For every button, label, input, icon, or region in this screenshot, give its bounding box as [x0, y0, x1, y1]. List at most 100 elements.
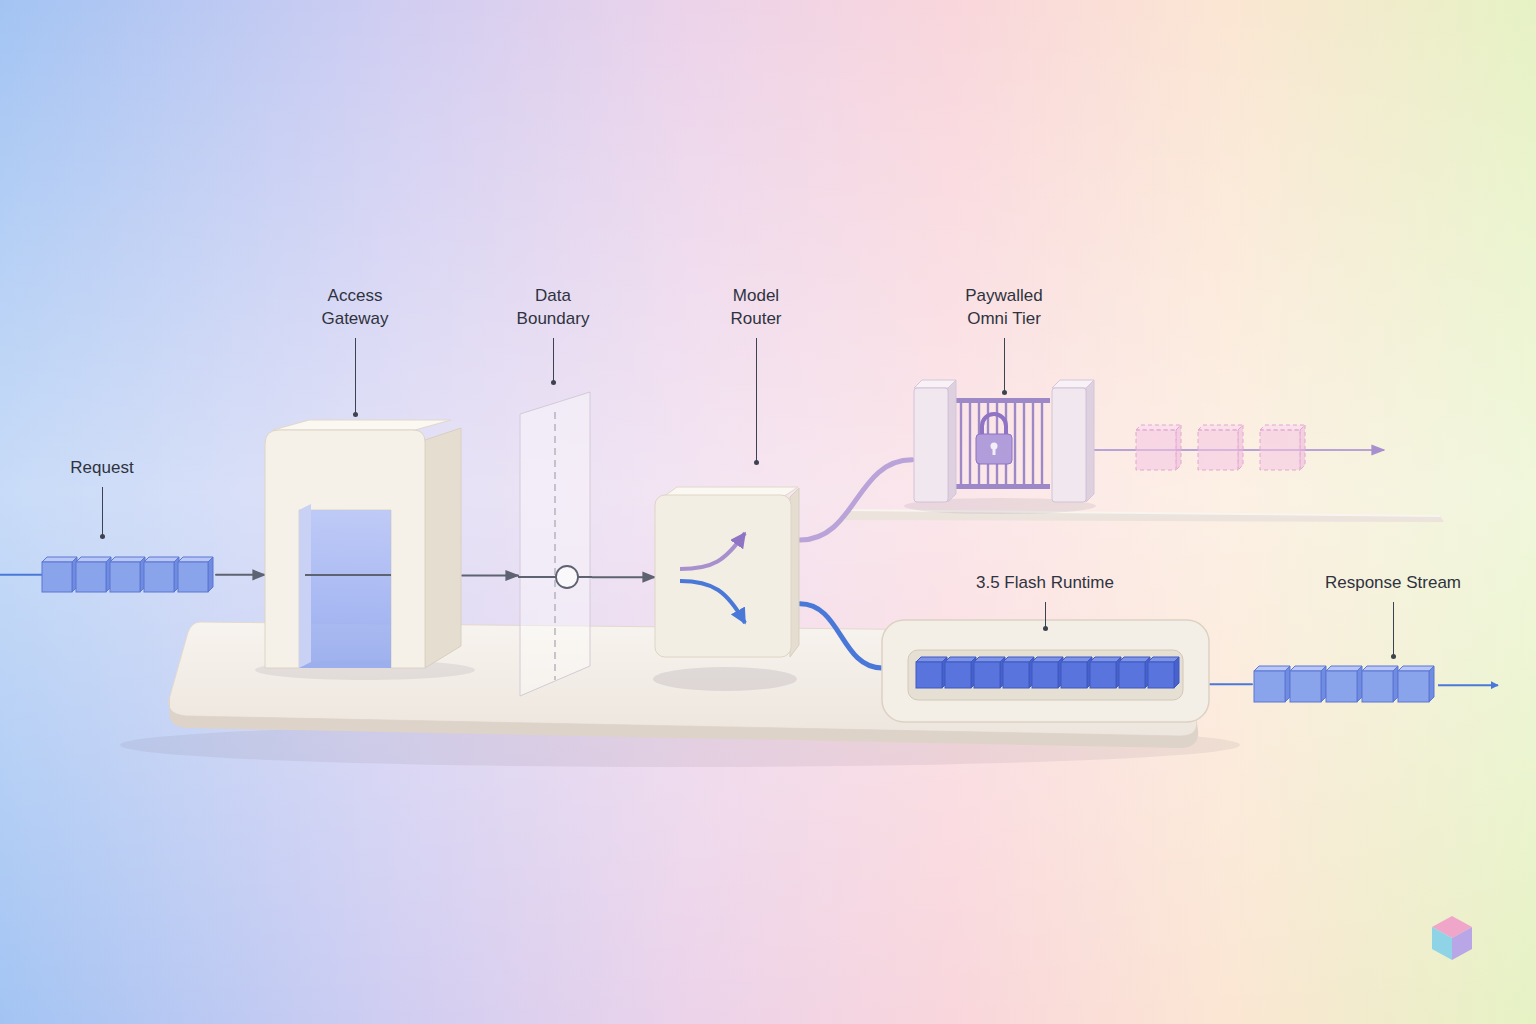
router-shadow	[653, 667, 797, 691]
gate-bar	[1041, 398, 1043, 489]
cube	[42, 557, 77, 592]
cube	[916, 657, 947, 688]
cube-front	[1198, 430, 1238, 470]
leader-dot	[100, 534, 105, 539]
node-shape	[882, 620, 1209, 722]
boundary-dash	[554, 412, 555, 680]
arch-inner-side	[299, 504, 311, 668]
leader-dot	[1043, 626, 1048, 631]
part-label: Model Router	[706, 284, 806, 330]
cube-front	[178, 562, 208, 592]
gate-post-side	[1086, 380, 1094, 502]
cube-front	[1362, 671, 1393, 702]
leader-dot	[353, 412, 358, 417]
cube-top	[1398, 666, 1434, 671]
panel-node: Data Boundary	[518, 392, 592, 698]
boundary-panel	[520, 392, 590, 696]
leader-dot	[551, 380, 556, 385]
cubesOut-node: Response Stream	[1252, 661, 1442, 705]
router-node: Model Router	[655, 485, 800, 657]
cube-front	[76, 562, 106, 592]
part-label: Paywalled Omni Tier	[954, 284, 1054, 330]
flow-connector	[800, 460, 912, 540]
part-label: Request	[70, 456, 133, 479]
cube	[1290, 666, 1326, 702]
leader-line	[355, 338, 356, 414]
cube-front	[1254, 671, 1285, 702]
leader-line	[553, 338, 554, 382]
cube-front	[916, 662, 942, 688]
arch-through-wire	[305, 574, 391, 576]
cube-top	[1326, 666, 1362, 671]
flow-connector	[800, 604, 882, 668]
router-icon-down	[680, 581, 745, 623]
cube	[76, 557, 111, 592]
router-icon-up	[680, 533, 745, 569]
incoming-wire	[0, 574, 42, 576]
cube-top	[178, 557, 213, 562]
gate-bars	[952, 398, 1042, 489]
cube	[144, 557, 179, 592]
cube	[1260, 425, 1305, 470]
leader-line	[1393, 602, 1394, 656]
cube-front	[1119, 662, 1145, 688]
gate-bar	[1032, 398, 1034, 489]
cube	[1003, 657, 1034, 688]
cube-front	[1148, 662, 1174, 688]
capsule-body	[882, 620, 1209, 722]
arch-side	[425, 428, 461, 668]
logo-cube	[1432, 916, 1472, 960]
cube	[945, 657, 976, 688]
arch-node: Access Gateway	[265, 418, 462, 668]
gate-post	[1052, 388, 1086, 502]
cube-front	[1326, 671, 1357, 702]
cube	[1032, 657, 1063, 688]
leader-line	[756, 338, 757, 462]
cube	[1326, 666, 1362, 702]
cube	[1148, 657, 1179, 688]
cube	[1198, 425, 1243, 470]
cube-front	[974, 662, 1000, 688]
cube-front	[1290, 671, 1321, 702]
flow-connector	[1209, 683, 1252, 685]
flow-connector	[216, 574, 265, 576]
leader-dot	[754, 460, 759, 465]
cube-top	[1260, 425, 1305, 430]
boundary-check	[556, 566, 578, 588]
gate-post	[914, 388, 948, 502]
part-label: 3.5 Flash Runtime	[976, 571, 1114, 594]
cube-top	[144, 557, 179, 562]
cube	[1362, 666, 1398, 702]
gate-node: Paywalled Omni Tier	[912, 378, 1088, 502]
router-front	[655, 495, 791, 657]
lock-body	[976, 434, 1012, 464]
gate-bar	[1023, 398, 1025, 489]
leader-line	[102, 487, 103, 536]
cube-side	[208, 557, 213, 592]
cube-side	[1300, 425, 1305, 470]
capsule-node: 3.5 Flash Runtime	[882, 620, 1209, 722]
cube-front	[1260, 430, 1300, 470]
cube-top	[1198, 425, 1243, 430]
leader-line	[1045, 602, 1046, 628]
cube-front	[1398, 671, 1429, 702]
cube	[974, 657, 1005, 688]
node-shape	[655, 485, 800, 657]
leader-line	[1004, 338, 1005, 392]
cube-front	[42, 562, 72, 592]
cubesIn-node: Request	[40, 553, 216, 595]
node-shape	[518, 392, 592, 698]
cube-side	[1174, 657, 1179, 688]
boundary-wire	[518, 576, 592, 578]
node-shape	[265, 418, 462, 668]
lock-hole-slot	[993, 447, 996, 455]
cube-front	[1136, 430, 1176, 470]
cube-front	[945, 662, 971, 688]
cube-front	[1061, 662, 1087, 688]
cube-side	[1238, 425, 1243, 470]
gate-bar	[960, 398, 962, 489]
part-label: Data Boundary	[497, 284, 609, 330]
gate-bar	[969, 398, 971, 489]
cube-side	[1176, 425, 1181, 470]
